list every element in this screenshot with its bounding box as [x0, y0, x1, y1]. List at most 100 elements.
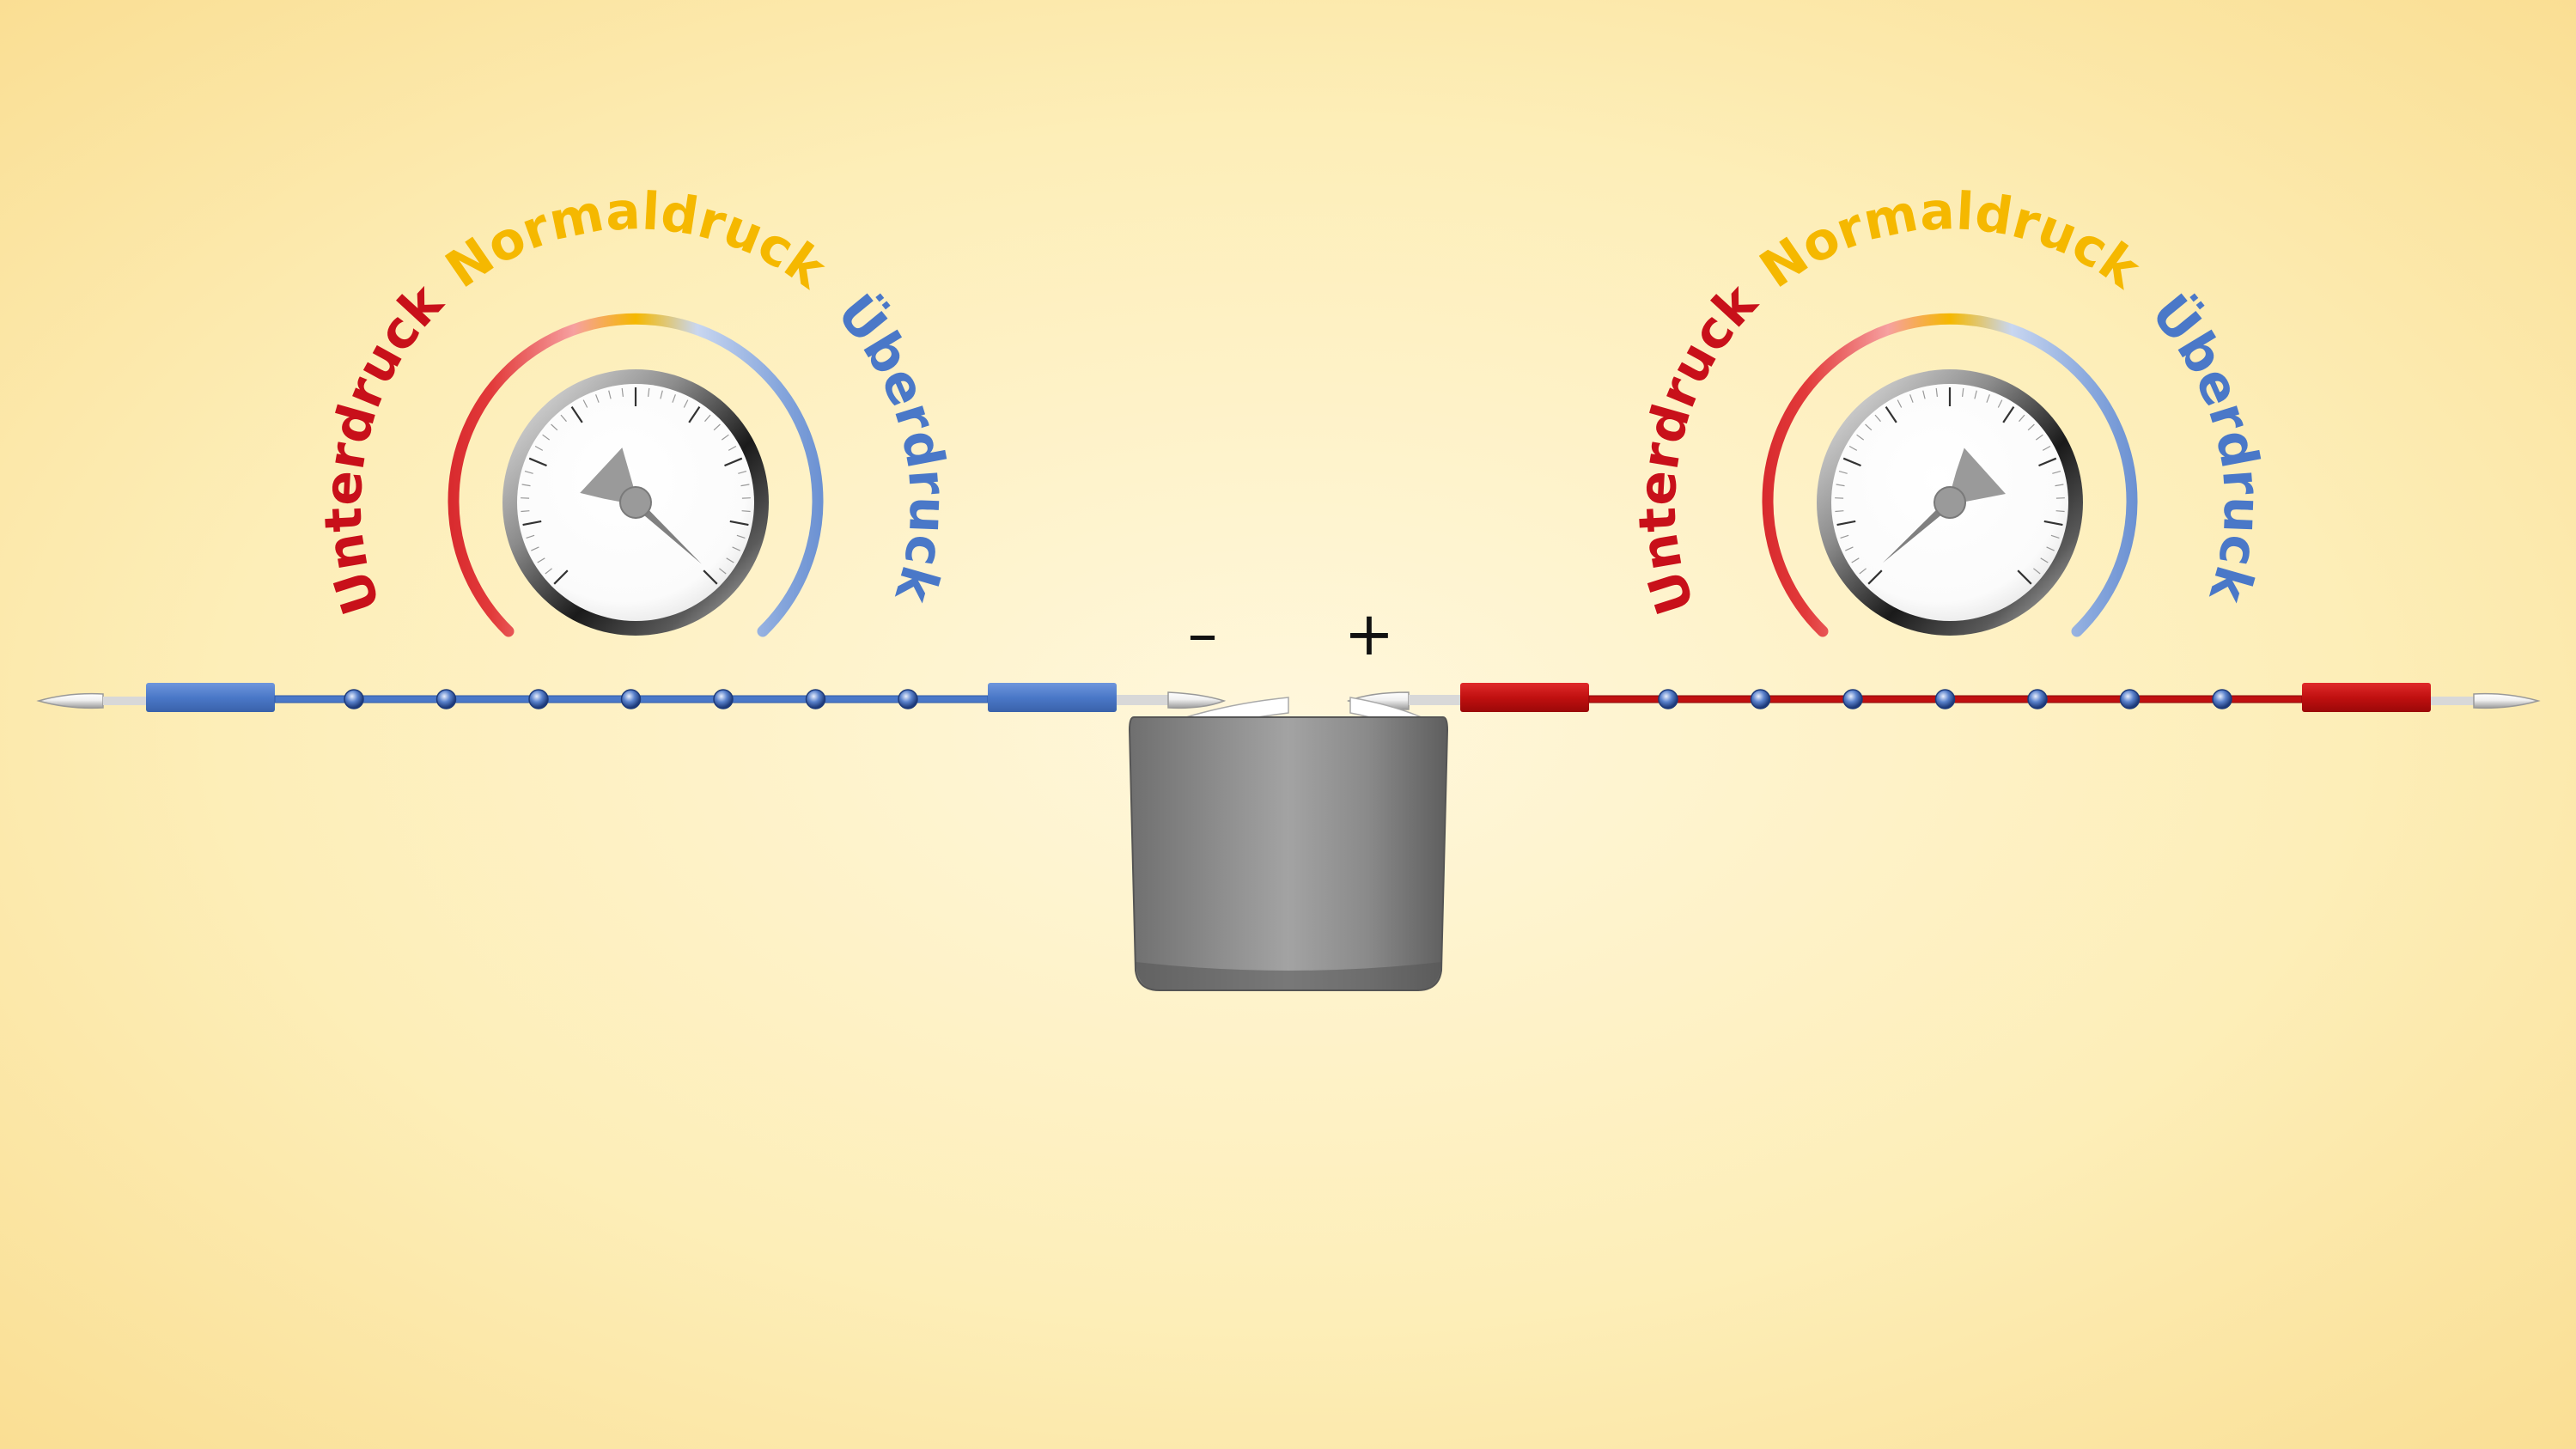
gauge-minor-tick [1922, 390, 1926, 399]
wire-left-sleeve-outer [146, 683, 275, 712]
gauge-major-tick [528, 457, 547, 467]
charge-bead [1842, 689, 1863, 709]
battery-positive-sign: + [1344, 599, 1395, 669]
gauge-minor-tick [1986, 394, 1990, 403]
gauge-minor-tick [1997, 399, 2003, 408]
gauge-minor-tick [1856, 434, 1865, 441]
gauge-minor-tick [1845, 546, 1854, 551]
gauge-minor-tick [595, 394, 600, 403]
gauge-minor-tick [534, 445, 544, 451]
gauge-major-tick [1836, 520, 1856, 527]
charge-bead [1658, 689, 1678, 709]
wire-right-positive [1346, 683, 2541, 712]
gauge-major-tick [688, 405, 701, 423]
gauge-minor-tick [740, 484, 750, 487]
charge-bead [898, 689, 918, 709]
charge-bead [2027, 689, 2048, 709]
gauge-minor-tick [526, 534, 535, 539]
gauge-major-tick [729, 520, 749, 527]
gauge-minor-tick [719, 568, 727, 575]
battery: – + [1128, 599, 1449, 991]
gauge-minor-tick [738, 471, 747, 474]
gauge-minor-tick [1962, 387, 1964, 397]
gauge-major-tick [703, 569, 718, 585]
wire-right-inner-pin [1409, 695, 1460, 705]
gauge-minor-tick [736, 534, 746, 539]
charge-bead [344, 689, 364, 709]
gauge-minor-tick [2033, 568, 2041, 575]
gauge-left-ticks [521, 387, 751, 585]
wire-left-charges [344, 689, 918, 709]
gauge-minor-tick [521, 484, 531, 487]
gauge-minor-tick [1848, 445, 1858, 451]
gauge-minor-tick [2050, 534, 2060, 539]
gauge-minor-tick [531, 546, 539, 551]
gauge-major-tick [2002, 405, 2015, 423]
wire-right-sleeve-inner [1460, 683, 1589, 712]
gauge-minor-tick [732, 546, 740, 551]
gauge-major-tick [724, 457, 743, 467]
gauge-minor-tick [537, 557, 545, 563]
gauge-minor-tick [542, 434, 551, 441]
gauge-minor-tick [2055, 484, 2064, 487]
gauge-right-needle [1882, 447, 2006, 563]
gauge-minor-tick [2055, 510, 2065, 513]
gauge-minor-tick [1838, 471, 1848, 474]
gauge-right-ticks [1835, 387, 2065, 585]
gauge-minor-tick [2052, 471, 2061, 474]
gauge-minor-tick [545, 568, 552, 575]
gauge-minor-tick [2040, 557, 2049, 563]
gauge-minor-tick [2019, 414, 2025, 423]
gauge-minor-tick [1874, 414, 1881, 423]
gauge-minor-tick [621, 387, 624, 397]
gauge-minor-tick [704, 414, 711, 423]
gauge-minor-tick [2035, 434, 2043, 441]
charge-bead [435, 689, 457, 709]
gauge-minor-tick [728, 445, 737, 451]
gauge-minor-tick [1865, 423, 1873, 431]
charge-bead [1750, 689, 1771, 709]
gauge-minor-tick [2027, 423, 2035, 431]
gauge-major-tick [2017, 569, 2032, 585]
charge-bead [1934, 689, 1956, 709]
gauge-major-tick [522, 520, 542, 527]
gauge-minor-tick [560, 414, 567, 423]
wire-left-end-pin [103, 697, 146, 705]
gauge-left-needle [580, 447, 702, 564]
gauge-minor-tick [726, 557, 734, 563]
gauge-major-tick [1867, 569, 1883, 585]
charge-bead [2212, 689, 2232, 709]
gauge-minor-tick [713, 423, 721, 431]
gauge-minor-tick [683, 399, 689, 408]
charge-bead [2119, 689, 2141, 709]
charge-bead [528, 689, 549, 709]
gauge-minor-tick [721, 434, 729, 441]
wire-left-inner-pin [1117, 695, 1168, 705]
wire-right-end-pin [2431, 697, 2474, 705]
gauge-minor-tick [660, 390, 663, 399]
gauge-major-tick [1885, 405, 1897, 423]
gauge-minor-tick [551, 423, 558, 431]
gauge-major-tick [1842, 457, 1861, 467]
gauge-minor-tick [608, 390, 612, 399]
gauge-left-scale-arc [448, 313, 824, 637]
gauge-minor-tick [741, 510, 751, 513]
gauge-minor-tick [1859, 568, 1867, 575]
gauge-minor-tick [1909, 394, 1914, 403]
gauge-minor-tick [1851, 557, 1860, 563]
gauge-major-tick [2038, 457, 2057, 467]
gauge-minor-tick [2046, 546, 2055, 551]
battery-body [1128, 716, 1449, 991]
gauge-minor-tick [1897, 399, 1903, 408]
charge-bead [620, 689, 642, 709]
gauge-major-tick [553, 569, 569, 585]
gauge-major-tick [2043, 520, 2063, 527]
gauge-major-tick [570, 405, 583, 423]
gauge-minor-tick [1836, 484, 1845, 487]
charge-bead [805, 689, 826, 709]
wire-right-charges [1658, 689, 2232, 709]
wire-left-negative [36, 683, 1227, 712]
wire-right-end-tip [2473, 692, 2541, 709]
